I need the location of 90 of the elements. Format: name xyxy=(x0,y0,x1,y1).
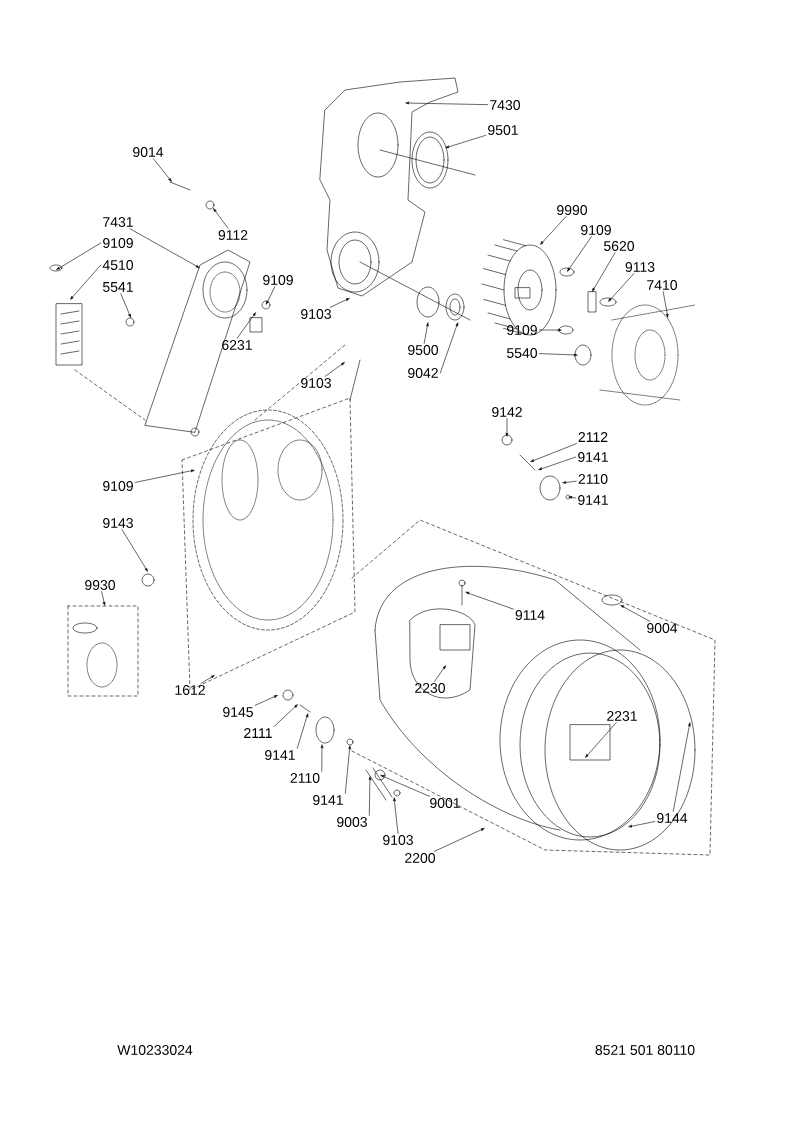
leader-line xyxy=(530,443,577,462)
leader-line xyxy=(213,208,229,229)
callout-number: 9141 xyxy=(313,795,343,805)
leader-line xyxy=(434,665,446,682)
callout-number: 9141 xyxy=(578,495,608,505)
leader-line xyxy=(236,312,256,339)
leader-line xyxy=(567,236,592,272)
leader-line xyxy=(120,293,131,318)
callout-number: 2200 xyxy=(405,853,435,863)
leader-line xyxy=(296,713,308,749)
leader-line xyxy=(254,695,278,706)
callout-number: 5620 xyxy=(604,241,634,251)
callout-number: 2110 xyxy=(578,474,608,484)
callout-number: 2111 xyxy=(244,728,272,738)
callout-number: 9014 xyxy=(133,147,164,157)
callout-number: 9141 xyxy=(578,452,608,462)
callout-number: 9112 xyxy=(218,230,248,240)
callout-number: 9109 xyxy=(507,325,537,335)
leader-line xyxy=(56,242,102,270)
callout-number: 9141 xyxy=(265,750,295,760)
callout-number: 9500 xyxy=(408,345,438,355)
callout-number: 9145 xyxy=(223,707,253,717)
leader-line xyxy=(423,322,429,344)
callout-number: 5541 xyxy=(103,282,133,292)
leader-line xyxy=(273,704,298,727)
callout-number: 9501 xyxy=(488,125,518,135)
callout-number: 9003 xyxy=(337,817,367,827)
callout-number: 9103 xyxy=(301,378,331,388)
callout-number: 9001 xyxy=(430,798,460,808)
callout-number: 9042 xyxy=(408,368,438,378)
leader-line xyxy=(562,480,577,484)
leader-line xyxy=(608,273,635,302)
leader-line xyxy=(620,605,651,622)
callout-number: 9109 xyxy=(103,481,133,491)
leader-line xyxy=(538,456,577,470)
callout-number: 9103 xyxy=(301,309,331,319)
leader-line xyxy=(344,745,351,794)
leader-line xyxy=(405,101,489,105)
leader-line xyxy=(439,322,458,374)
leader-line xyxy=(445,135,487,148)
callout-number: 9143 xyxy=(103,518,133,528)
callout-number: 1612 xyxy=(175,685,205,695)
callout-number: 7410 xyxy=(647,280,677,290)
callout-number: 9004 xyxy=(647,623,678,633)
leader-line xyxy=(465,592,514,610)
leader-line xyxy=(434,828,485,852)
callout-number: 9109 xyxy=(581,225,611,235)
callout-number: 9113 xyxy=(625,262,655,272)
callout-number: 9990 xyxy=(557,205,587,215)
callout-number: 2230 xyxy=(415,683,445,693)
leader-line xyxy=(320,744,324,772)
leader-line xyxy=(628,821,656,828)
callout-number: 7431 xyxy=(103,217,133,227)
callout-number: 7430 xyxy=(490,100,520,110)
leader-line xyxy=(121,529,148,572)
callout-number: 2231 xyxy=(607,711,637,721)
leader-line xyxy=(672,722,691,812)
part-number-label: 8521 501 80110 xyxy=(595,1045,695,1055)
leader-line xyxy=(505,418,509,437)
leader-line xyxy=(538,353,578,357)
leader-line xyxy=(70,264,102,300)
callout-number: 2112 xyxy=(578,432,608,442)
part-number-label: W10233024 xyxy=(117,1045,193,1055)
leader-line xyxy=(662,291,669,318)
leader-line xyxy=(324,362,345,377)
leader-line xyxy=(329,298,350,308)
leader-line xyxy=(592,252,616,292)
callout-number: 9109 xyxy=(263,275,293,285)
callout-number: 2110 xyxy=(290,773,320,783)
callout-number: 5540 xyxy=(507,348,537,358)
leader-line xyxy=(380,775,430,797)
callout-number: 9109 xyxy=(103,238,133,248)
callout-number: 9103 xyxy=(383,835,413,845)
leader-line xyxy=(266,286,276,305)
callout-number: 6231 xyxy=(222,340,252,350)
callout-number: 9114 xyxy=(515,610,545,620)
leader-line xyxy=(200,675,215,684)
callout-number: 4510 xyxy=(102,260,133,270)
leader-line xyxy=(568,496,577,499)
callout-number: 9930 xyxy=(85,580,115,590)
leader-line xyxy=(153,158,172,182)
leader-line xyxy=(134,469,195,483)
leader-line xyxy=(129,228,200,268)
callout-number: 9144 xyxy=(657,813,688,823)
leader-line xyxy=(393,797,399,834)
leader-line xyxy=(540,216,567,245)
leader-line xyxy=(538,328,562,332)
callout-number: 9142 xyxy=(492,407,522,417)
leader-line xyxy=(368,776,372,816)
leader-line xyxy=(101,591,106,606)
